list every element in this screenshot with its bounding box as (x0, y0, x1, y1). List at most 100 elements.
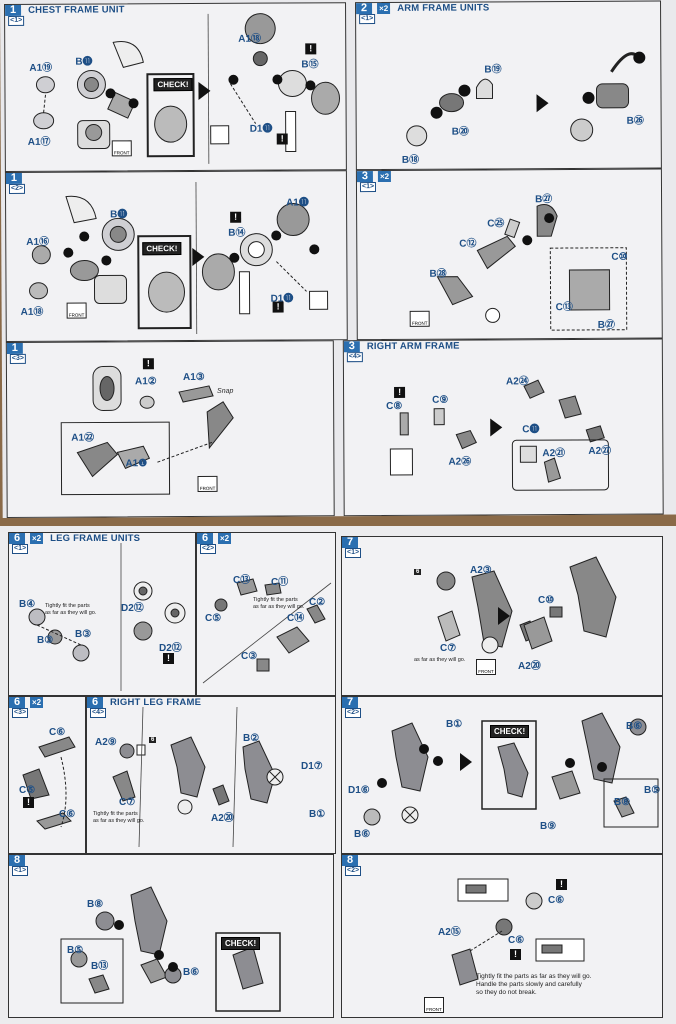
step-header: 8 (9, 855, 25, 866)
step-title: RIGHT LEG FRAME (110, 697, 202, 708)
part-label: C⑦ (119, 797, 136, 808)
step-number: 6 (9, 533, 25, 544)
next-arrow (490, 418, 503, 437)
part-label: A1⑰ (27, 136, 51, 148)
caution-icon: ! (394, 386, 406, 398)
chest-parts-illustration (33, 13, 341, 164)
part-label: B⓫ (75, 56, 93, 68)
part-label: C⓫ (522, 424, 540, 436)
panel-step-8-2: 8 <2> ! ! Tightly fit the parts as far a… (341, 854, 663, 1018)
part-label: A1⑯ (26, 236, 50, 248)
part-label: C⑨ (432, 394, 449, 406)
part-label: B① (309, 809, 326, 820)
chest-3-illustration (60, 365, 234, 496)
sub-step: <4> (90, 708, 107, 718)
part-label: B⑧ (614, 797, 631, 808)
panel-leg-step-6-2: 6 ×2 <2> Tightly fit the parts as far as… (196, 532, 336, 696)
panel-right-arm-frame: 3 RIGHT ARM FRAME <4> ! A2㉔ C⑧ C⑨ C⓫ A2㉖ (342, 338, 664, 517)
next-arrow (460, 753, 472, 771)
caution-icon: ! (276, 133, 288, 145)
fit-note: Tightly fit the parts as far as they wil… (93, 811, 145, 824)
part-label: C② (309, 597, 326, 608)
leg-7-2-illustration (363, 712, 659, 828)
quantity-badge: ×2 (30, 533, 44, 544)
reference-step-badge: 6 (149, 737, 157, 743)
right-leg-illustration (112, 706, 284, 848)
front-indicator: FRONT (66, 302, 87, 319)
part-label: B⑨ (540, 821, 557, 832)
step-number: 6 (87, 697, 103, 708)
next-arrow (536, 94, 549, 113)
part-label: A2⑳ (518, 661, 541, 672)
instruction-sheet-top: 1 CHEST FRAME UNIT <1> (0, 0, 676, 518)
step-header: 7 (342, 697, 358, 708)
panel-arm-frame-units: 2 ×2 ARM FRAME UNITS <1> B⑲ B⑳ B⑱ B㉖ (355, 0, 662, 171)
part-label: B⑮ (301, 59, 319, 71)
next-arrow (198, 81, 211, 100)
part-label: C⑩ (538, 595, 555, 606)
part-label: C㉕ (487, 218, 505, 230)
part-label: B⑳ (451, 126, 469, 138)
part-label: C⑦ (440, 643, 457, 654)
part-label: A2⑨ (95, 737, 117, 748)
front-indicator: FRONT (197, 475, 218, 492)
quantity-badge: ×2 (218, 533, 232, 544)
step-title: LEG FRAME UNITS (50, 533, 141, 544)
panel-arm-step-3-1: 3 ×2 <1> FRONT B㉗ C㉕ C⑫ B㉘ C⑩ C⑬ B㉗ (355, 168, 663, 341)
part-label: A2㉑ (542, 448, 566, 460)
part-label: A2㉔ (505, 376, 529, 388)
front-indicator: FRONT (409, 310, 430, 327)
sub-step: <2> (345, 708, 362, 718)
sub-step: <1> (12, 866, 29, 876)
caution-icon: ! (230, 211, 242, 223)
step-number: 7 (342, 697, 358, 708)
part-label: B㉘ (429, 268, 447, 280)
panel-chest-frame-unit: 1 CHEST FRAME UNIT <1> (4, 2, 347, 172)
handling-note: Tightly fit the parts as far as they wil… (476, 973, 592, 996)
step-header: 6 ×2 (9, 697, 44, 708)
part-label: A1⑱ (238, 33, 262, 45)
arm-parts-illustration (406, 51, 646, 147)
panel-leg-step-7-1: 7 <1> 6 as far as they will go. FRONT A2… (341, 536, 663, 696)
sub-step: <2> (345, 866, 362, 876)
part-label: A2㉗ (588, 445, 612, 457)
part-label: C⑬ (233, 575, 251, 586)
fit-note: Tightly fit the parts as far as they wil… (253, 597, 305, 610)
step-header: 6 ×2 (197, 533, 232, 544)
part-label: B⑥ (183, 967, 200, 978)
part-label: C⑧ (386, 400, 403, 412)
step-header: 7 (342, 537, 358, 548)
part-label: A2③ (470, 565, 492, 576)
leg-7-1-illustration (436, 556, 617, 654)
leg-6-3-illustration (22, 736, 76, 830)
part-label: D2⑫ (159, 643, 182, 654)
quantity-badge: ×2 (30, 697, 44, 708)
part-label: C⑤ (205, 613, 222, 624)
part-label: D1⓫ (249, 123, 273, 135)
leg-6-2-illustration (202, 578, 332, 684)
part-label: B③ (75, 629, 92, 640)
part-label: A2㉖ (448, 456, 472, 468)
part-label: B⑧ (87, 899, 104, 910)
check-label: CHECK! (153, 77, 193, 92)
sub-step: <3> (12, 708, 29, 718)
part-label: B④ (19, 599, 36, 610)
chest-2-illustration (29, 181, 329, 334)
check-label: CHECK! (142, 242, 182, 256)
panel-leg-frame-units: 6 ×2 LEG FRAME UNITS <1> Tightly fit the… (8, 532, 196, 696)
check-label: CHECK! (221, 937, 261, 950)
panel-leg-step-6-3: 6 ×2 <3> ! C⑥ C⑤ C⑥ (8, 696, 86, 854)
next-arrow (498, 607, 510, 625)
snap-label: Snap (217, 387, 234, 395)
part-label: C⑩ (611, 251, 628, 263)
part-label: B⑤ (644, 785, 661, 796)
part-label: D1⑦ (301, 761, 323, 772)
panel-chest-step-3: 1 <3> FRONT ! Snap A1② A1③ A1㉒ A1❶ (5, 340, 335, 518)
step-number: 8 (342, 855, 358, 866)
arm-3-illustration (436, 204, 628, 331)
step-header: 8 (342, 855, 358, 866)
step-header: 6 RIGHT LEG FRAME (87, 697, 201, 708)
part-label: C⑥ (548, 895, 565, 906)
right-arm-illustration (389, 379, 610, 491)
part-label: C⑭ (287, 613, 305, 624)
